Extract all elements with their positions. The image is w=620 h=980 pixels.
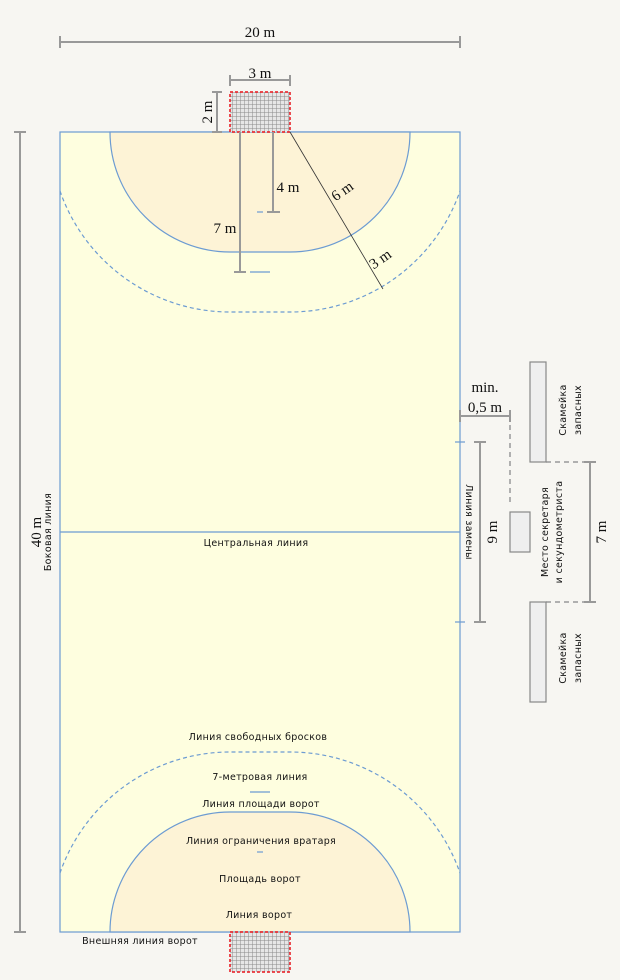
dimension-length: 40 m	[14, 131, 45, 933]
length-label: 40 m	[29, 516, 45, 547]
nine-m-label: 9 m	[485, 520, 501, 543]
dimension-bench-gap: 7 m	[546, 461, 610, 603]
bench-bottom-label: Скамейка	[558, 632, 569, 683]
goal-area-label: Площадь ворот	[219, 874, 301, 885]
free-throw-line-bottom	[59, 751, 461, 874]
dimension-seven-m: 7 m	[214, 132, 246, 273]
secretary-table	[509, 511, 531, 553]
goal-area-line-label: Линия площади ворот	[202, 799, 320, 810]
dimension-goal-width: 3 m	[229, 66, 291, 86]
goalkeeper-line-label: Линия ограничения вратаря	[186, 836, 336, 847]
center-line-label: Центральная линия	[204, 538, 309, 549]
goal-area-top	[109, 131, 411, 253]
secretary-label: Место секретаря	[540, 487, 551, 577]
dimension-goal-height: 2 m	[200, 91, 222, 133]
four-m-label: 4 m	[277, 180, 300, 196]
seven-meter-line-label: 7-метровая линия	[212, 772, 307, 783]
bench-bottom-label: запасных	[573, 633, 584, 683]
bench-top-label: Скамейка	[558, 384, 569, 435]
seven-m-label: 7 m	[214, 221, 237, 237]
dimension-four-m: 4 m	[267, 132, 300, 213]
seven-m-gap-label: 7 m	[594, 520, 610, 543]
free-throw-line-label: Линия свободных бросков	[189, 732, 328, 743]
dimension-min-distance: min. 0,5 m	[459, 380, 511, 505]
goal-bottom	[229, 931, 291, 973]
width-label: 20 m	[245, 25, 276, 41]
bench-bottom	[529, 601, 547, 703]
goal-line-label: Линия ворот	[226, 910, 293, 921]
min-label: min.	[471, 380, 498, 396]
goal-height-label: 2 m	[200, 100, 216, 123]
outer-goal-line-label: Внешняя линия ворот	[82, 936, 198, 947]
goal-width-label: 3 m	[249, 66, 272, 82]
dimension-width: 20 m	[59, 25, 461, 48]
goal-top	[229, 91, 291, 133]
goal-area-bottom	[109, 811, 411, 933]
side-line-label: Боковая линия	[43, 493, 54, 571]
bench-top	[529, 361, 547, 463]
min-value-label: 0,5 m	[468, 400, 503, 416]
dimension-substitution: 9 m	[474, 441, 501, 623]
free-throw-line-top	[59, 190, 461, 313]
secretary-label: и секундометриста	[554, 481, 565, 584]
substitution-line-label: Линия замены	[463, 484, 474, 560]
bench-top-label: запасных	[573, 385, 584, 435]
